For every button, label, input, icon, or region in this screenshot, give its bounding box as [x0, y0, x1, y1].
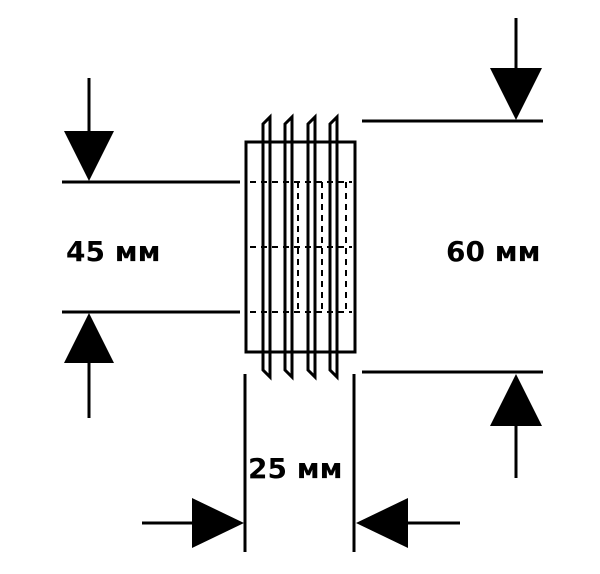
arrow-up-icon [64, 313, 114, 363]
outer-diameter-label: 60 мм [446, 235, 541, 268]
thread-ridge [306, 113, 317, 142]
thread-ridge [306, 352, 317, 381]
threaded-fitting [244, 113, 357, 381]
arrow-down-icon [64, 131, 114, 181]
thread-ridge [328, 352, 339, 381]
inner-diameter-dimension [62, 78, 240, 418]
arrow-right-icon [192, 498, 244, 548]
thread-ridge [261, 113, 272, 142]
inner-diameter-label: 45 мм [66, 235, 161, 268]
thread-ridge [261, 352, 272, 381]
arrow-up-icon [490, 374, 542, 426]
arrow-down-icon [490, 68, 542, 120]
length-label: 25 мм [248, 452, 343, 485]
thread-ridge [328, 113, 339, 142]
thread-ridge [283, 113, 294, 142]
thread-ridge [283, 352, 294, 381]
outer-diameter-dimension [362, 18, 543, 478]
fitting-body [244, 140, 357, 354]
arrow-left-icon [356, 498, 408, 548]
length-dimension [142, 374, 460, 552]
